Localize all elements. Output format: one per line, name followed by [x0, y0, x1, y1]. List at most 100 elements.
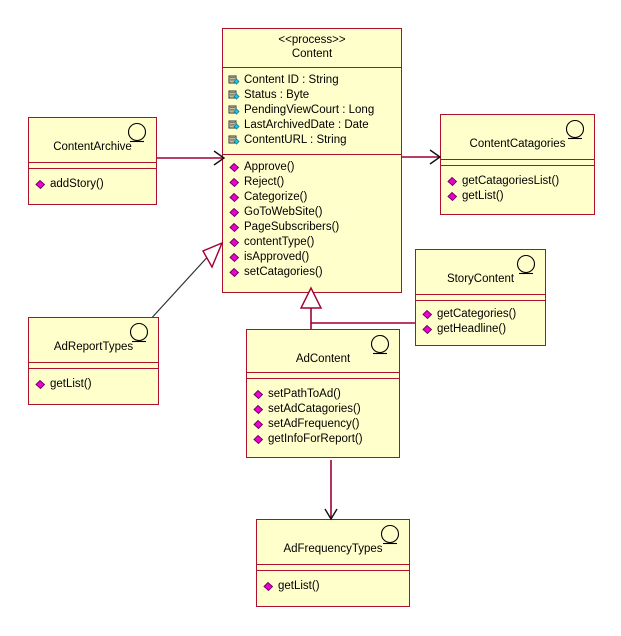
method-label: isApproved()	[244, 251, 310, 263]
method-icon	[34, 178, 48, 191]
method-row: setAdCatagories()	[252, 402, 396, 417]
class-adfrequencytypes-methods: getList()	[257, 570, 409, 606]
class-contentcatagories[interactable]: ContentCatagories getCatagoriesList() ge…	[440, 114, 595, 215]
method-row: setCatagories()	[228, 265, 398, 280]
method-icon	[252, 388, 266, 401]
method-icon	[228, 236, 242, 249]
method-icon	[252, 433, 266, 446]
class-adfrequencytypes-name: AdFrequencyTypes	[283, 543, 383, 555]
attribute-icon	[228, 89, 242, 102]
method-row: getCategories()	[421, 307, 542, 322]
method-icon	[228, 191, 242, 204]
interface-circle-icon	[514, 254, 538, 278]
attribute-row: ContentURL : String	[228, 133, 398, 148]
class-adreporttypes-name: AdReportTypes	[53, 341, 134, 353]
link-adreporttypes-content	[147, 251, 213, 323]
method-label: setAdFrequency()	[268, 418, 360, 430]
class-adcontent-header: AdContent	[247, 330, 399, 372]
attribute-label: ContentURL : String	[244, 134, 347, 146]
class-content-attributes: Content ID : String Status : Byte	[223, 67, 401, 154]
class-storycontent[interactable]: StoryContent getCategories() getHeadline…	[415, 249, 546, 346]
class-adcontent[interactable]: AdContent setPathToAd() setAdCatagories(…	[246, 329, 400, 458]
method-label: PageSubscribers()	[244, 221, 340, 233]
interface-circle-icon	[125, 122, 149, 146]
method-row: setPathToAd()	[252, 387, 396, 402]
method-label: getList()	[278, 580, 320, 592]
class-contentarchive[interactable]: ContentArchive addStory()	[28, 117, 157, 205]
method-label: getHeadline()	[437, 323, 507, 335]
attribute-icon	[228, 134, 242, 147]
method-row: GoToWebSite()	[228, 205, 398, 220]
method-icon	[252, 403, 266, 416]
method-icon	[446, 190, 460, 203]
method-icon	[228, 251, 242, 264]
attribute-label: LastArchivedDate : Date	[244, 119, 369, 131]
class-adfrequencytypes[interactable]: AdFrequencyTypes getList()	[256, 519, 410, 607]
class-contentcatagories-attributes	[441, 159, 594, 165]
class-adreporttypes-header: AdReportTypes	[29, 318, 158, 362]
method-label: addStory()	[50, 178, 104, 190]
class-content-stereotype: <<process>>	[278, 34, 346, 46]
class-adreporttypes-attributes	[29, 362, 158, 368]
class-contentcatagories-header: ContentCatagories	[441, 115, 594, 159]
class-adcontent-methods: setPathToAd() setAdCatagories() setAdFre…	[247, 378, 399, 457]
method-row: Categorize()	[228, 190, 398, 205]
method-row: getList()	[262, 579, 406, 594]
method-icon	[228, 176, 242, 189]
method-row: getInfoForReport()	[252, 432, 396, 447]
method-icon	[228, 161, 242, 174]
attribute-row: PendingViewCourt : Long	[228, 103, 398, 118]
method-label: Reject()	[244, 176, 285, 188]
method-row: getCatagoriesList()	[446, 174, 591, 189]
method-label: setAdCatagories()	[268, 403, 361, 415]
attribute-icon	[228, 74, 242, 87]
attribute-row: Content ID : String	[228, 73, 398, 88]
class-contentcatagories-methods: getCatagoriesList() getList()	[441, 165, 594, 214]
method-label: setCatagories()	[244, 266, 323, 278]
class-storycontent-header: StoryContent	[416, 250, 545, 294]
class-content[interactable]: <<process>> Content Content ID : String	[222, 28, 402, 293]
attribute-label: PendingViewCourt : Long	[244, 104, 375, 116]
method-row: contentType()	[228, 235, 398, 250]
attribute-row: LastArchivedDate : Date	[228, 118, 398, 133]
class-storycontent-name: StoryContent	[446, 273, 515, 285]
method-label: getInfoForReport()	[268, 433, 363, 445]
method-row: PageSubscribers()	[228, 220, 398, 235]
method-icon	[228, 206, 242, 219]
method-label: Categorize()	[244, 191, 308, 203]
class-adcontent-attributes	[247, 372, 399, 378]
method-row: getList()	[446, 189, 591, 204]
interface-circle-icon	[368, 334, 392, 358]
method-label: setPathToAd()	[268, 388, 341, 400]
attribute-label: Status : Byte	[244, 89, 310, 101]
method-label: Approve()	[244, 161, 295, 173]
method-row: getHeadline()	[421, 322, 542, 337]
attribute-icon	[228, 104, 242, 117]
class-adreporttypes[interactable]: AdReportTypes getList()	[28, 317, 159, 405]
method-row: getList()	[34, 377, 155, 392]
class-adcontent-name: AdContent	[295, 353, 351, 365]
method-icon	[421, 308, 435, 321]
method-icon	[34, 378, 48, 391]
class-storycontent-methods: getCategories() getHeadline()	[416, 300, 545, 345]
attribute-label: Content ID : String	[244, 74, 339, 86]
method-label: contentType()	[244, 236, 315, 248]
method-label: getCategories()	[437, 308, 517, 320]
method-icon	[446, 175, 460, 188]
interface-circle-icon	[378, 524, 402, 548]
class-contentarchive-attributes	[29, 162, 156, 168]
interface-circle-icon	[563, 119, 587, 143]
class-contentarchive-name: ContentArchive	[53, 141, 132, 153]
method-label: GoToWebSite()	[244, 206, 323, 218]
class-content-name: Content	[291, 48, 333, 60]
method-icon	[228, 221, 242, 234]
class-contentarchive-header: ContentArchive	[29, 118, 156, 162]
class-adreporttypes-methods: getList()	[29, 368, 158, 404]
method-row: isApproved()	[228, 250, 398, 265]
method-label: getList()	[462, 190, 504, 202]
class-content-header: <<process>> Content	[223, 29, 401, 67]
method-icon	[252, 418, 266, 431]
method-icon	[262, 580, 276, 593]
attribute-icon	[228, 119, 242, 132]
